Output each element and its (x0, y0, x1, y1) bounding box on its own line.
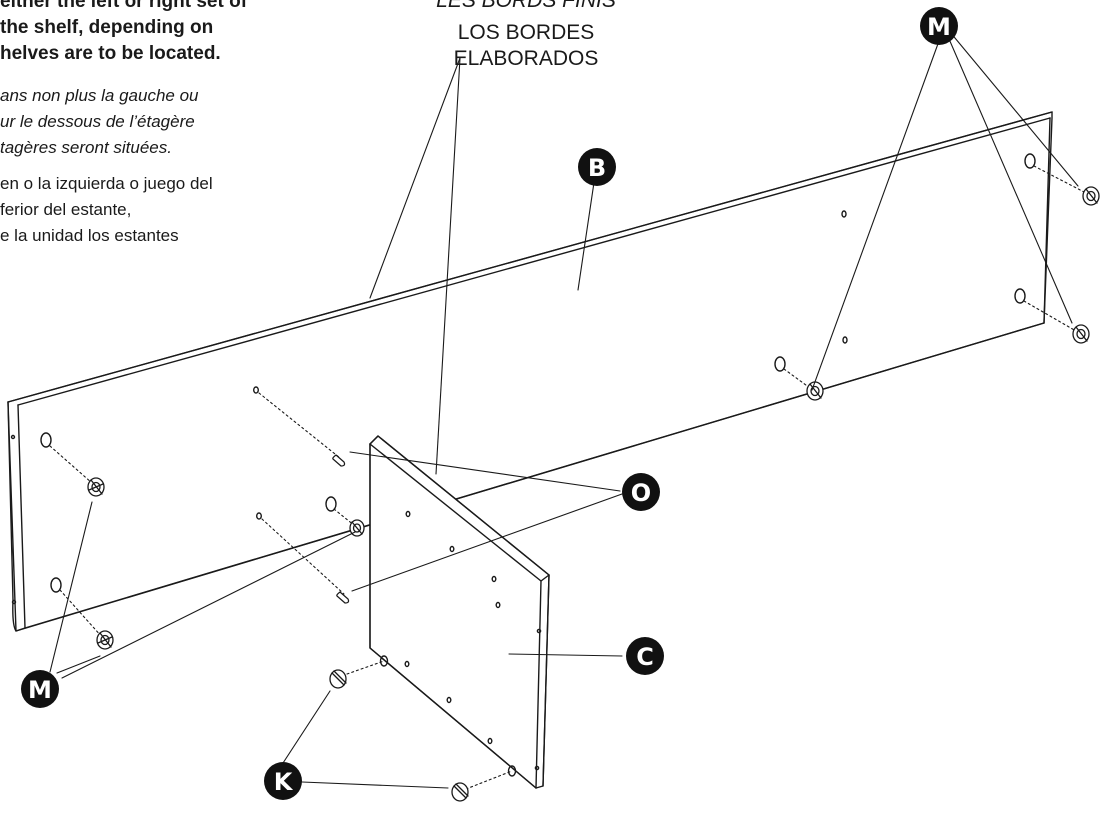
edge-callout-spanish-line-2: ELABORADOS (453, 47, 599, 70)
cam-locks (87, 186, 1100, 650)
instruction-spanish-line-1: en o la izquierda o juego del (0, 174, 213, 193)
badge-k-letter: K (274, 768, 294, 796)
badge-m-top-letter: M (927, 13, 951, 41)
badge-o-letter: O (631, 479, 651, 507)
assembly-paths (49, 165, 1087, 790)
instruction-english-line-2: the shelf, depending on (0, 17, 214, 38)
leader-lines (49, 29, 1079, 789)
badge-m-top: M (920, 7, 958, 45)
badge-c-letter: C (636, 643, 654, 671)
cam-bolts (329, 669, 469, 802)
badge-c: C (626, 637, 664, 675)
instruction-english-line-3: helves are to be located. (0, 43, 221, 64)
instruction-spanish-line-3: e la unidad los estantes (0, 226, 179, 245)
edge-callout-spanish-line-1: LOS BORDES (457, 21, 595, 44)
instruction-french-line-1: ans non plus la gauche ou (0, 86, 199, 105)
panel-c (369, 435, 550, 789)
instruction-french-line-2: ur le dessous de l’étagère (0, 112, 195, 131)
badge-k: K (264, 762, 302, 800)
badge-b-letter: B (588, 154, 606, 182)
instruction-english-line-1: either the left or right set of (0, 0, 248, 12)
edge-callout-french: LES BORDS FINIS (436, 0, 616, 12)
dowel-pins (332, 454, 350, 604)
panel-b (7, 111, 1053, 632)
badge-m-bottom-letter: M (28, 676, 52, 704)
instruction-spanish-line-2: ferior del estante, (0, 200, 132, 219)
instruction-french-line-3: tagères seront situées. (0, 138, 172, 157)
badge-b: B (578, 148, 616, 186)
badge-o: O (622, 473, 660, 511)
badge-m-bottom: M (21, 670, 59, 708)
